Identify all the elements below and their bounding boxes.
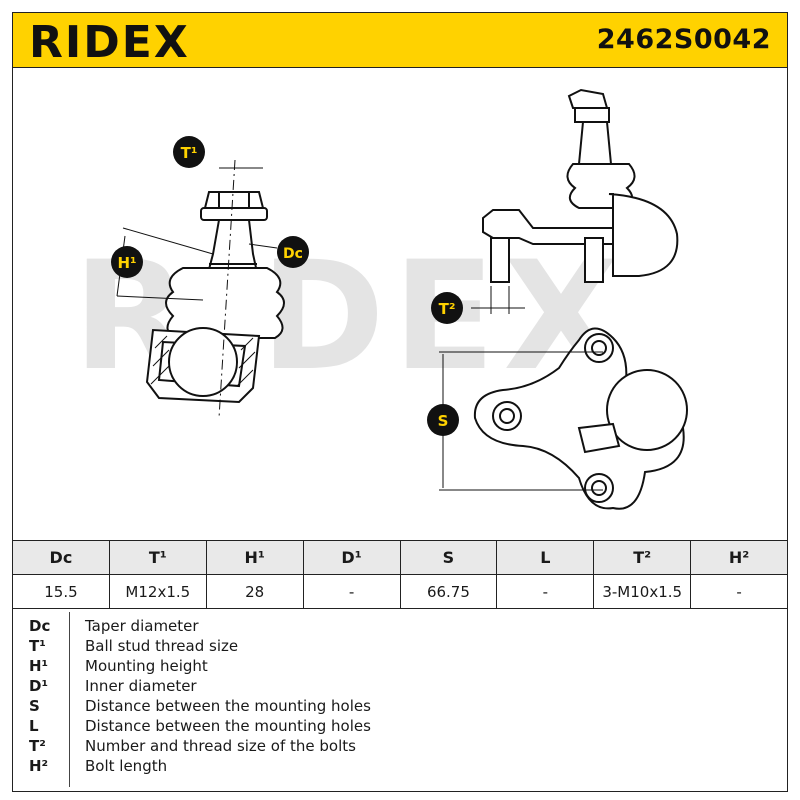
legend-item: L Distance between the mounting holes: [13, 716, 787, 736]
spec-value-cell: 3-M10x1.5: [593, 574, 692, 609]
side-view: [471, 88, 679, 314]
badge-h1-text: H¹: [117, 254, 136, 272]
ball-stud-cutaway: [116, 159, 285, 419]
spec-value-cell: 28: [205, 574, 304, 609]
badge-t1: T¹: [173, 136, 205, 168]
spec-value-cell: 15.5: [12, 574, 110, 609]
spec-value-cell: -: [302, 574, 401, 609]
badge-h1: H¹: [111, 246, 143, 278]
spec-header-cell: H²: [690, 540, 788, 575]
legend-description: Distance between the mounting holes: [85, 697, 371, 715]
legend-item: T² Number and thread size of the bolts: [13, 736, 787, 756]
spec-value-cell: M12x1.5: [108, 574, 207, 609]
part-number: 2462S0042: [596, 24, 771, 55]
legend-item: H¹ Mounting height: [13, 656, 787, 676]
badge-dc: Dc: [277, 236, 309, 268]
spec-value-row: 15.5 M12x1.5 28 - 66.75 - 3-M10x1.5 -: [12, 574, 788, 609]
badge-t2: T²: [431, 292, 463, 324]
legend-description: Taper diameter: [85, 617, 199, 635]
legend-item: T¹ Ball stud thread size: [13, 636, 787, 656]
legend-description: Distance between the mounting holes: [85, 717, 371, 735]
spec-header-cell: T²: [593, 540, 692, 575]
spec-header-cell: Dc: [12, 540, 110, 575]
spec-header-cell: T¹: [108, 540, 207, 575]
legend-description: Number and thread size of the bolts: [85, 737, 356, 755]
legend-code: H²: [29, 757, 49, 775]
legend-description: Inner diameter: [85, 677, 197, 695]
spec-header-cell: D¹: [302, 540, 401, 575]
spec-header-row: Dc T¹ H¹ D¹ S L T² H²: [12, 540, 788, 575]
badge-dc-text: Dc: [283, 246, 303, 262]
spec-value-cell: -: [690, 574, 788, 609]
top-view: [439, 327, 688, 510]
header-bar: RIDEX 2462S0042: [12, 12, 788, 68]
legend-divider: [69, 612, 70, 787]
spec-header-cell: S: [399, 540, 498, 575]
badge-t1-text: T¹: [181, 144, 198, 162]
badge-s-text: S: [438, 412, 449, 430]
legend-description: Ball stud thread size: [85, 637, 239, 655]
technical-drawing: RIDEX: [12, 68, 788, 540]
legend-description: Mounting height: [85, 657, 208, 675]
badge-t2-text: T²: [439, 300, 456, 318]
legend-item: S Distance between the mounting holes: [13, 696, 787, 716]
legend-item: H² Bolt length: [13, 756, 787, 776]
spec-header-cell: L: [496, 540, 595, 575]
legend-code: D¹: [29, 677, 49, 695]
legend-code: Dc: [29, 617, 51, 635]
badge-s: S: [427, 404, 459, 436]
legend-code: T¹: [29, 637, 46, 655]
legend-code: T²: [29, 737, 46, 755]
legend-box: Dc Taper diameter T¹ Ball stud thread si…: [12, 608, 788, 792]
spec-table: Dc T¹ H¹ D¹ S L T² H² 15.5 M12x1.5 28 - …: [12, 540, 788, 609]
drawing-canvas: RIDEX: [73, 88, 688, 510]
ridex-logo: RIDEX: [29, 19, 190, 63]
brand-logo-text: RIDEX: [29, 19, 190, 63]
spec-value-cell: -: [496, 574, 595, 609]
spec-header-cell: H¹: [205, 540, 304, 575]
legend-code: L: [29, 717, 39, 735]
legend-code: H¹: [29, 657, 49, 675]
legend-item: D¹ Inner diameter: [13, 676, 787, 696]
legend-code: S: [29, 697, 40, 715]
spec-value-cell: 66.75: [399, 574, 498, 609]
legend-item: Dc Taper diameter: [13, 616, 787, 636]
legend-description: Bolt length: [85, 757, 168, 775]
